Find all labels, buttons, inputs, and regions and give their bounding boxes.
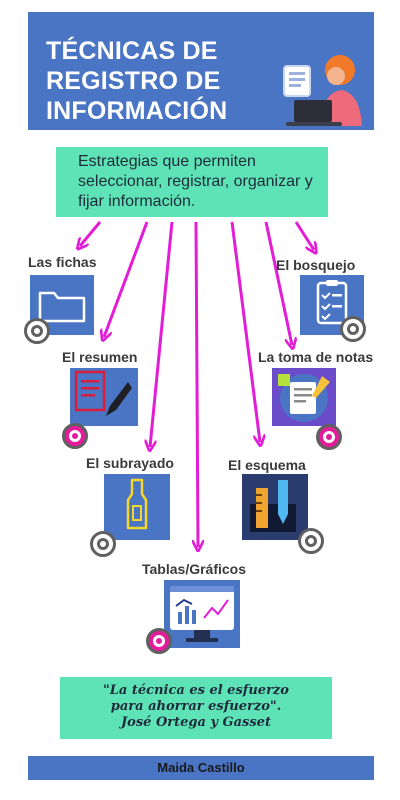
tile-la-toma-de-notas	[272, 368, 336, 426]
tile-el-resumen	[70, 368, 138, 426]
highlighter-icon	[126, 478, 148, 530]
tile-tablas-graficos	[164, 580, 240, 648]
document-pen-icon	[74, 370, 132, 416]
footer-author: Maida Castillo	[157, 760, 245, 775]
quote-line: "La técnica es el esfuerzo	[103, 683, 289, 698]
definition-text: Estrategias que permiten seleccionar, re…	[78, 153, 313, 210]
location-pin-badge	[340, 316, 366, 342]
label-la-toma-de-notas: La toma de notas	[258, 349, 374, 365]
checklist-icon	[316, 280, 348, 325]
definition-box: Estrategias que permiten seleccionar, re…	[56, 147, 328, 217]
location-pin-badge	[24, 318, 50, 344]
label-el-esquema: El esquema	[228, 457, 306, 473]
tile-el-bosquejo	[300, 275, 364, 335]
arrow-to-la-toma-de-notas	[264, 221, 292, 345]
arrow-to-el-subrayado	[150, 221, 174, 447]
tile-el-esquema	[242, 474, 308, 540]
label-tablas-graficos: Tablas/Gráficos	[142, 561, 247, 577]
arrow-to-el-resumen	[104, 221, 149, 337]
quote-box: "La técnica es el esfuerzo para ahorrar …	[60, 677, 332, 739]
person-at-laptop-icon	[283, 55, 362, 126]
arrow-to-tablas-graficos	[196, 221, 198, 547]
header-banner: TÉCNICAS DE REGISTRO DE INFORMACIÓN	[28, 12, 374, 130]
location-pin-badge	[298, 528, 324, 554]
chart-screen-icon	[170, 586, 234, 642]
label-las-fichas: Las fichas	[28, 254, 97, 270]
footer-bar: Maida Castillo	[28, 756, 374, 780]
location-pin-badge	[62, 423, 88, 449]
tile-el-subrayado	[104, 474, 170, 540]
location-pin-badge	[90, 531, 116, 557]
page-title: TÉCNICAS DE REGISTRO DE INFORMACIÓN	[46, 37, 228, 125]
quote-author: José Ortega y Gasset	[121, 715, 271, 730]
ruler-pencil-icon	[242, 474, 308, 540]
arrow-to-las-fichas	[80, 221, 102, 246]
quote-text: "La técnica es el esfuerzo para ahorrar …	[60, 683, 332, 731]
arrow-to-el-esquema	[230, 221, 260, 442]
label-el-resumen: El resumen	[62, 349, 138, 365]
notes-icon	[272, 368, 336, 426]
label-el-bosquejo: El bosquejo	[276, 257, 356, 273]
location-pin-badge	[316, 424, 342, 450]
quote-line: para ahorrar esfuerzo".	[110, 699, 282, 714]
location-pin-badge	[146, 628, 172, 654]
arrow-to-el-bosquejo	[294, 221, 314, 250]
label-el-subrayado: El subrayado	[86, 455, 174, 471]
